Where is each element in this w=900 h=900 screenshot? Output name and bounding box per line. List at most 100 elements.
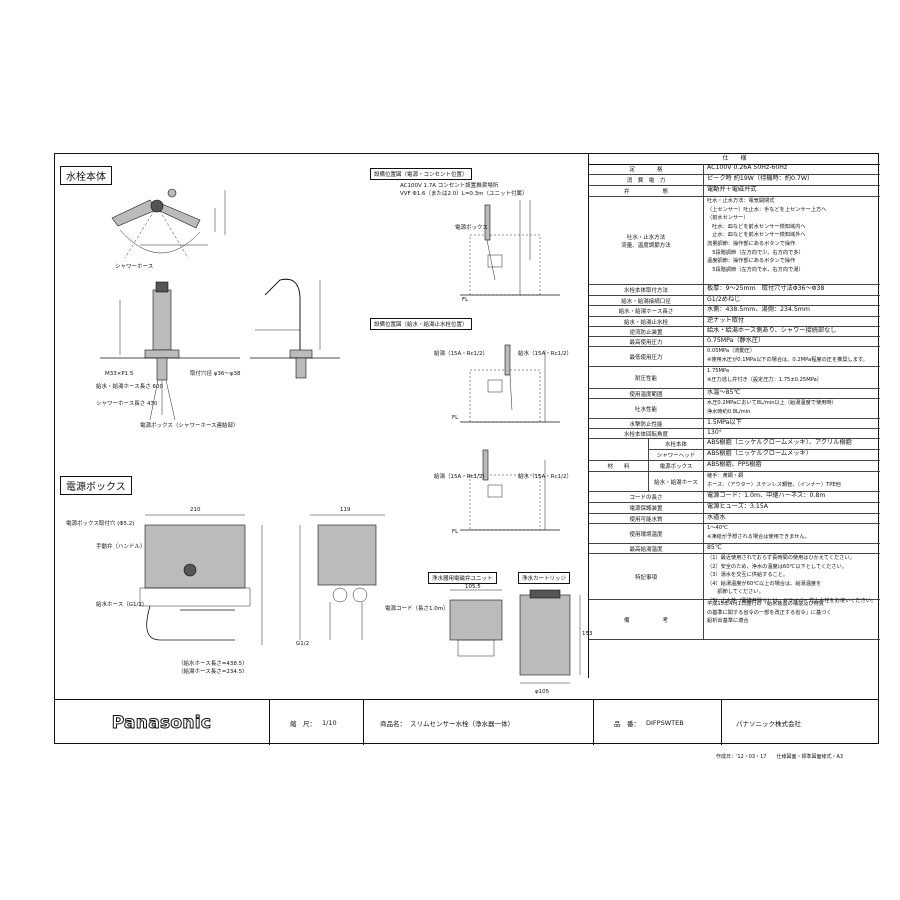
spec-row-label: 給水・給湯ホース長さ — [589, 306, 704, 316]
product-label: 商品名： — [380, 719, 406, 728]
ac-note: AC100V 1.7A コンセント設置推奨場所 — [400, 183, 499, 189]
power-box-side-view — [299, 514, 385, 640]
spec-title: 仕 様 — [589, 153, 880, 165]
spec-row-value: 1～40℃ ※凍結が予想される場合は使用できません。 — [707, 525, 810, 540]
section-power-box: 電源ボックス — [60, 476, 132, 495]
hose-lengths-label: （給水ホース長さ=438.5） （給湯ホース長さ=234.5） — [178, 661, 248, 675]
spec-row-value: 水温～85℃ — [707, 389, 741, 396]
material-label: 材 料 — [589, 439, 649, 492]
spec-row-value: 1.75MPa ※圧力逃し弁付き（設定圧力：1.75±0.25MPa） — [707, 368, 822, 383]
section-faucet-body: 水栓本体 — [60, 166, 112, 185]
spec-row-value: 水道水 — [707, 514, 726, 521]
spec-row-label: 給水・給湯接続口径 — [589, 296, 704, 305]
dim-119: 119 — [340, 507, 351, 513]
spec-row: 逆流防止装置給水・給湯ホース側あり、シャワー接続部なし — [589, 327, 880, 337]
spec-row: 給水・給湯ホース長さ水側：438.5mm、湯側：234.5mm — [589, 306, 880, 317]
spec-row-label: 水栓本体取付方法 — [589, 285, 704, 295]
partno-cell: 品 番： DIFPSWTEB — [594, 700, 722, 745]
spec-row-value: 平成15年4月1日施行の「給水装置の構造及び材質 の基準に関する省令の一部を改正… — [707, 601, 832, 625]
pipe-label-hot-1: 給湯（15A・Rc1/2） — [434, 351, 488, 357]
spec-row-value: 0.05MPa（流動圧） ※使用水圧が0.1MPa以下の場合は、0.2MPa程度… — [707, 348, 868, 363]
cartridge-drawing — [519, 589, 581, 684]
product-cell: 商品名： スリムセンサー水栓（浄水器一体） — [364, 700, 594, 745]
spec-row-value: 吐水・止水方法：電気開閉式 （上センサー）吐止水：手などを上センサー上方へ （前… — [707, 198, 827, 273]
dim-210: 210 — [190, 507, 201, 513]
supply-hose-g12-label: 給水ホース（G1/2） — [96, 602, 148, 608]
spec-row-value: 1.5MPa以下 — [707, 419, 742, 426]
spec-row-label: 最高使用圧力 — [589, 337, 704, 346]
spec-row-value: 0.75MPa（静水圧） — [707, 337, 765, 344]
dim-153: 153 — [582, 631, 593, 637]
spec-row-label: 電源ボックス — [649, 461, 704, 471]
spec-row: 消 費 電 力ピーク時 約19W（待機時：約0.7W） — [589, 175, 880, 186]
faucet-side-view — [250, 278, 340, 379]
shower-hose-label: シャワーホース — [115, 264, 154, 270]
scale-value: 1/10 — [322, 718, 337, 727]
footer-note: 作成日：'12・03・17 仕様図面・標準図面様式・A3 — [716, 754, 844, 760]
spec-row-value: 電源コード：1.0m、中継ハーネス：0.8m — [707, 492, 826, 499]
fl-label-1: FL — [462, 297, 469, 303]
drawing-frame — [54, 153, 879, 744]
spec-row-label: 耐圧性能 — [589, 367, 704, 388]
power-box-small-label: 電源ボックス — [455, 225, 488, 231]
section-filter-unit: 浄水器用電磁弁ユニット — [428, 572, 497, 584]
install-supply-diagram-1 — [460, 344, 560, 423]
spec-row: コードの長さ電源コード：1.0m、中継ハーネス：0.8m — [589, 492, 880, 503]
spec-row-value: ABS樹脂（ニッケルクロームメッキ）、アクリル樹脂 — [707, 439, 852, 446]
spec-row-label: 弁 態 — [589, 186, 704, 196]
shower-hose-length-label: シャワーホース長さ 430 — [96, 401, 158, 407]
company-name: パナソニック株式会社 — [736, 719, 801, 728]
spec-row-value: 水圧0.2MPaにおいて8L/min以上（給湯温度で使用時） 浄水時約0.8L/… — [707, 400, 837, 415]
logo-cell: Panasonic — [54, 700, 270, 745]
spec-row-label: コードの長さ — [589, 492, 704, 502]
spec-row-value: AC100V 0.26A 50Hz-60Hz — [707, 164, 788, 171]
spec-row-label: 最低使用圧力 — [589, 347, 704, 366]
spec-row-label: 吐水性能 — [589, 399, 704, 418]
vvf-note: VVF Φ1.6（または2.0）L=0.3m（ユニット付属） — [400, 191, 528, 197]
spec-row-label: 消 費 電 力 — [589, 175, 704, 185]
phi105-label: φ105 — [535, 689, 550, 695]
spec-row: 吐水性能水圧0.2MPaにおいて8L/min以上（給湯温度で使用時） 浄水時約0… — [589, 399, 880, 419]
spec-row-value: 130° — [707, 429, 722, 436]
mount-hole-label: 取付穴径 φ36〜φ38 — [190, 371, 241, 377]
spec-row-label: 使用環境温度 — [589, 524, 704, 543]
spec-row: 備 考平成15年4月1日施行の「給水装置の構造及び材質 の基準に関する省令の一部… — [589, 600, 880, 640]
spec-row-label: 給水・給湯止水栓 — [589, 317, 704, 326]
spec-row-value: 電動弁＋電磁弁式 — [707, 186, 757, 193]
spec-row-label: 給水・給湯ホース — [649, 472, 704, 491]
power-box-front-view — [139, 514, 263, 645]
spec-row: 使用可能水質水道水 — [589, 514, 880, 524]
spec-row-label: 使用可能水質 — [589, 514, 704, 523]
scale-label: 縮 尺： — [290, 719, 316, 728]
spec-row-value: G1/2めねじ — [707, 296, 741, 303]
power-box-note: 電源ボックス（シャワーホース連結部） — [140, 423, 239, 429]
spec-row-value: 継手：黄銅・銅 ホース：（アウター）ステンレス鋼管、（インナー）TPE他 — [707, 473, 841, 488]
install-power-diagram — [460, 200, 560, 296]
pipe-label-cold-2: 給水（15A・Rc1/2） — [518, 474, 572, 480]
partno-label: 品 番： — [614, 719, 640, 728]
spec-row-label: 定 格 — [589, 164, 704, 174]
product-value: スリムセンサー水栓（浄水器一体） — [410, 719, 514, 728]
spec-row: 吐水・止水方法 流量、温度調節方法吐水・止水方法：電気開閉式 （上センサー）吐止… — [589, 197, 880, 285]
spec-row-value: 逆ナット取付 — [707, 317, 745, 324]
spec-row-label: 備 考 — [589, 600, 704, 639]
spec-row-value: ABS樹脂、PPS樹脂 — [707, 461, 762, 468]
spec-row-label: 電源保護装置 — [589, 503, 704, 513]
spec-row-value: （1）最近使用されておらず長時間の使用はひかえてください。 （2）安全のため、浄… — [707, 555, 877, 604]
filter-valve-unit-drawing — [449, 589, 503, 657]
pipe-label-hot-2: 給湯（15A・Rc1/2） — [434, 474, 488, 480]
spec-row-label: 水栓本体回転角度 — [589, 429, 704, 438]
scale-cell: 縮 尺： 1/10 — [270, 700, 364, 745]
panasonic-logo: Panasonic — [111, 712, 212, 733]
spec-row-label: 吐水・止水方法 流量、温度調節方法 — [589, 197, 704, 284]
power-cord-label: 電源コード（長さ1.0m） — [385, 606, 449, 612]
section-install-power: 設備位置図（電源・コンセント位置） — [370, 168, 472, 180]
